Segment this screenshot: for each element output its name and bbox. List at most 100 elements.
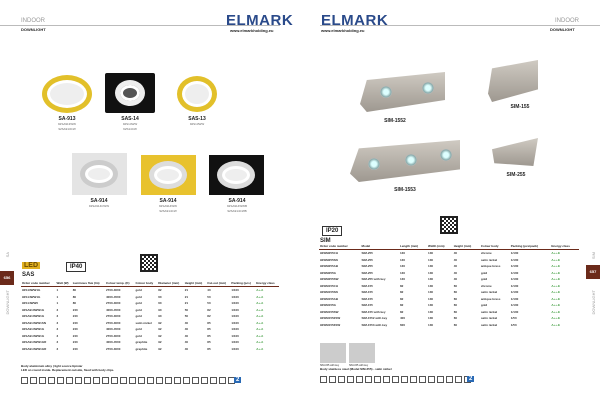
column-header: Packing (pcs) <box>230 281 256 287</box>
table-cell: 82 <box>207 314 211 319</box>
feature-icon <box>392 376 399 383</box>
table-cell: 92SIM155SW <box>320 309 339 314</box>
feature-icon <box>84 377 91 384</box>
brand-logo: ELMARK <box>321 12 389 29</box>
table-cell: A+-A <box>256 340 264 345</box>
table-cell: 240 <box>72 333 78 338</box>
product-name: SIM-255 <box>506 172 526 178</box>
category-label: INDOOR <box>555 18 579 24</box>
feature-icon <box>374 376 381 383</box>
table-cell: 130 <box>428 303 434 308</box>
product-code: 92S13WW <box>189 122 205 126</box>
page-number: 657 <box>586 265 600 279</box>
table-cell: 130 <box>428 316 434 321</box>
column-header: Model <box>360 244 399 250</box>
table-cell: 60 <box>158 301 162 306</box>
divider <box>320 25 600 26</box>
table-cell: 3 <box>56 314 59 319</box>
table-cell: SIM-255 with key <box>361 277 386 282</box>
table-cell: 85 <box>207 346 211 351</box>
table-cell: 40 <box>453 264 458 269</box>
table-cell: 60 <box>453 283 458 288</box>
ip-rating-badge: IP40 <box>66 262 87 272</box>
table-cell: 82 <box>400 303 404 308</box>
table-cell: satin nickel <box>135 320 152 325</box>
table-cell: 40 <box>184 333 189 338</box>
table-cell: chrome <box>480 251 492 256</box>
table-cell: antique brass <box>480 264 501 269</box>
column-header: Energy class <box>550 244 579 250</box>
table-cell: satin nickel <box>480 316 498 321</box>
product-code: 92S14WW <box>122 122 138 126</box>
table-cell: A++-E <box>551 290 561 295</box>
table-cell: satin nickel <box>480 290 498 295</box>
thumbnail-sim155 <box>320 343 346 363</box>
table-cell: 1/100 <box>510 257 519 262</box>
subcategory-label: DOWNLIGHT <box>21 27 46 32</box>
table-cell: 1/100 <box>231 294 239 299</box>
table-cell: 50 <box>207 301 211 306</box>
table-cell: 92SA914WW1G <box>22 327 45 332</box>
column-header: Height (mm) <box>452 244 480 250</box>
table-cell: 130 <box>400 257 406 262</box>
table-cell: SIM-255 <box>361 270 373 275</box>
feature-icon <box>111 377 118 384</box>
table-cell: 130 <box>428 264 434 269</box>
table-cell: 1/100 <box>510 270 519 275</box>
table-cell: 80 <box>72 301 77 306</box>
table-cell: 240 <box>72 327 78 332</box>
series-title: SIM <box>320 238 331 244</box>
table-cell: 40 <box>453 251 458 256</box>
table-cell: 90 <box>158 314 162 319</box>
table-cell: 40 <box>184 346 189 351</box>
table-cell: 1/100 <box>231 346 239 351</box>
product-image-sa914-gold <box>141 155 196 195</box>
table-cell: gold <box>135 294 142 299</box>
product-code: 92SA913CW <box>58 127 76 131</box>
feature-icon <box>165 377 172 384</box>
table-cell: A++-E <box>551 257 561 262</box>
page-number: 656 <box>0 271 14 285</box>
product-image-sim255 <box>492 138 538 166</box>
side-code: SA <box>5 252 10 258</box>
table-cell: 1/100 <box>510 296 519 301</box>
table-cell: 1/100 <box>510 264 519 269</box>
table-cell: 40 <box>184 340 189 345</box>
product-image-sa913 <box>42 75 92 113</box>
table-cell: gold <box>135 301 142 306</box>
table-note: Body aluminium alloy | light source Epis… <box>21 364 114 372</box>
table-cell: 92S14WW0 <box>22 301 39 306</box>
table-cell: 240 <box>72 314 78 319</box>
table-cell: 130 <box>400 277 406 282</box>
table-note: Body stainless steel (Model SIM-255) - s… <box>320 367 392 371</box>
warranty-badge: 2 <box>234 377 242 383</box>
table-cell: A+-A <box>256 307 264 312</box>
table-cell: 130 <box>400 264 406 269</box>
feature-icon <box>383 376 390 383</box>
table-cell: 92SA913WW1G <box>22 307 45 312</box>
table-cell: 82 <box>158 288 162 293</box>
table-cell: 1/100 <box>231 288 239 293</box>
thumb-caption: SIM-155 with key <box>320 364 340 367</box>
feature-icon <box>129 377 136 384</box>
product-code: 92SA914CWW <box>88 204 110 208</box>
feature-icon <box>329 376 336 383</box>
thumbnail-sim155 <box>349 343 375 363</box>
table-cell: 1/100 <box>231 327 239 332</box>
feature-icon <box>57 377 64 384</box>
table-cell: gold <box>135 307 142 312</box>
table-cell: 85 <box>207 333 211 338</box>
table-cell: 2700-3000 <box>106 320 121 325</box>
